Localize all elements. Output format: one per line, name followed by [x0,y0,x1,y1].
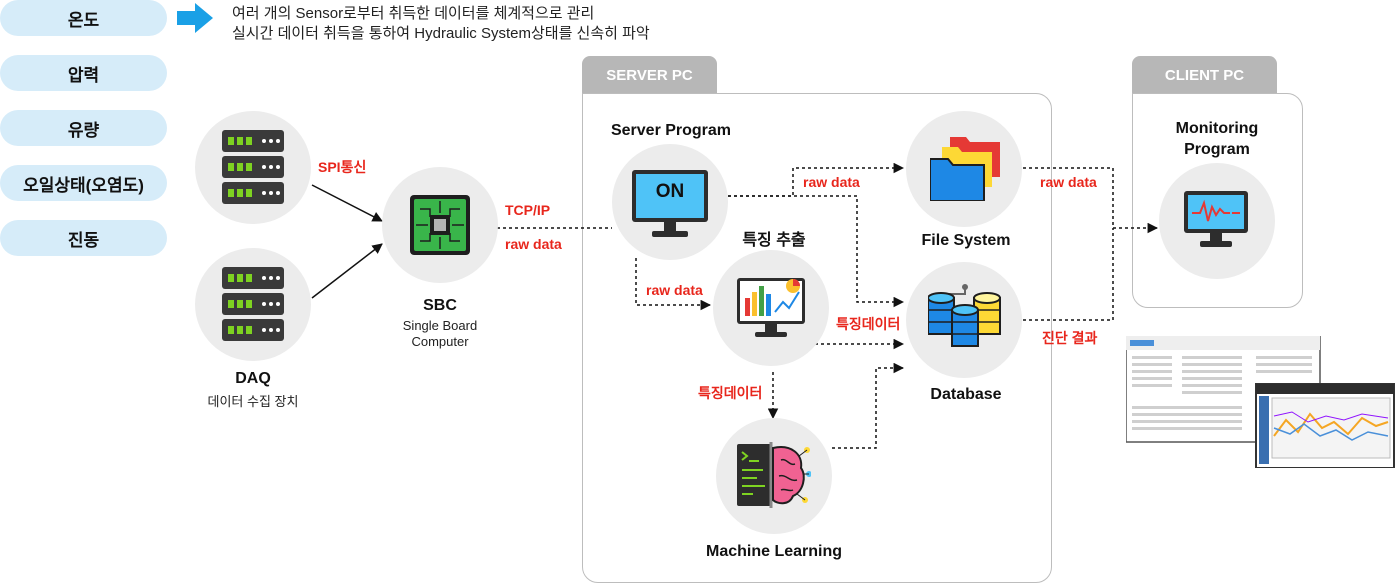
raw-data-label-file: raw data [803,174,860,190]
tcpip-label: TCP/IP [505,202,551,218]
client-pc-tab: CLIENT PC [1132,56,1277,94]
raw-data-label-feature: raw data [646,282,703,298]
sensor-flow: 유량 [0,110,167,146]
raw-data-label-client: raw data [1040,174,1097,190]
description-line-1: 여러 개의 Sensor로부터 취득한 데이터를 체계적으로 관리 [232,5,595,22]
server-program-label: Server Program [610,122,732,139]
analytics-monitor-icon [737,278,805,337]
folder-stack-icon [930,137,1000,201]
sensor-pressure: 압력 [0,55,167,91]
monitoring-screen-icon [1184,191,1248,247]
circuit-chip-icon [410,195,470,255]
sensor-temperature: 온도 [0,0,167,36]
feature-data-label-ml: 특징데이터 [698,385,763,401]
sensor-oil-condition: 오일상태(오염도) [0,165,167,201]
sbc-subtitle-1: Single Board [402,318,478,333]
raw-data-label-sbc: raw data [505,236,562,252]
database-icon [928,284,1001,347]
feature-data-label-db: 특징데이터 [836,316,901,332]
brain-code-icon [737,442,811,508]
server-pc-tab: SERVER PC [582,56,717,94]
machine-learning-label: Machine Learning [705,543,843,560]
sensor-vibration: 진동 [0,220,167,256]
feature-extract-label: 특징 추출 [742,232,806,249]
server-rack-icon [222,267,284,341]
monitoring-program-label-2: Program [1184,141,1250,158]
description-line-2: 실시간 데이터 취득을 통하여 Hydraulic System상태를 신속히 … [232,25,650,42]
sbc-title: SBC [423,297,457,314]
file-system-label: File System [921,232,1011,249]
diagnosis-label: 진단 결과 [1042,330,1098,346]
daq-title: DAQ [235,370,271,387]
monitor-on-icon [632,170,708,237]
server-rack-icon [222,130,284,204]
spi-label: SPI통신 [318,159,367,175]
daq-subtitle: 데이터 수집 장치 [207,394,299,409]
monitoring-program-label-1: Monitoring [1175,120,1259,137]
blue-arrow-icon [177,3,213,33]
monitor-on-label: ON [655,181,685,202]
sbc-subtitle-2: Computer [411,334,469,349]
monitoring-screenshot-icon [1126,336,1395,468]
database-label: Database [930,386,1002,403]
